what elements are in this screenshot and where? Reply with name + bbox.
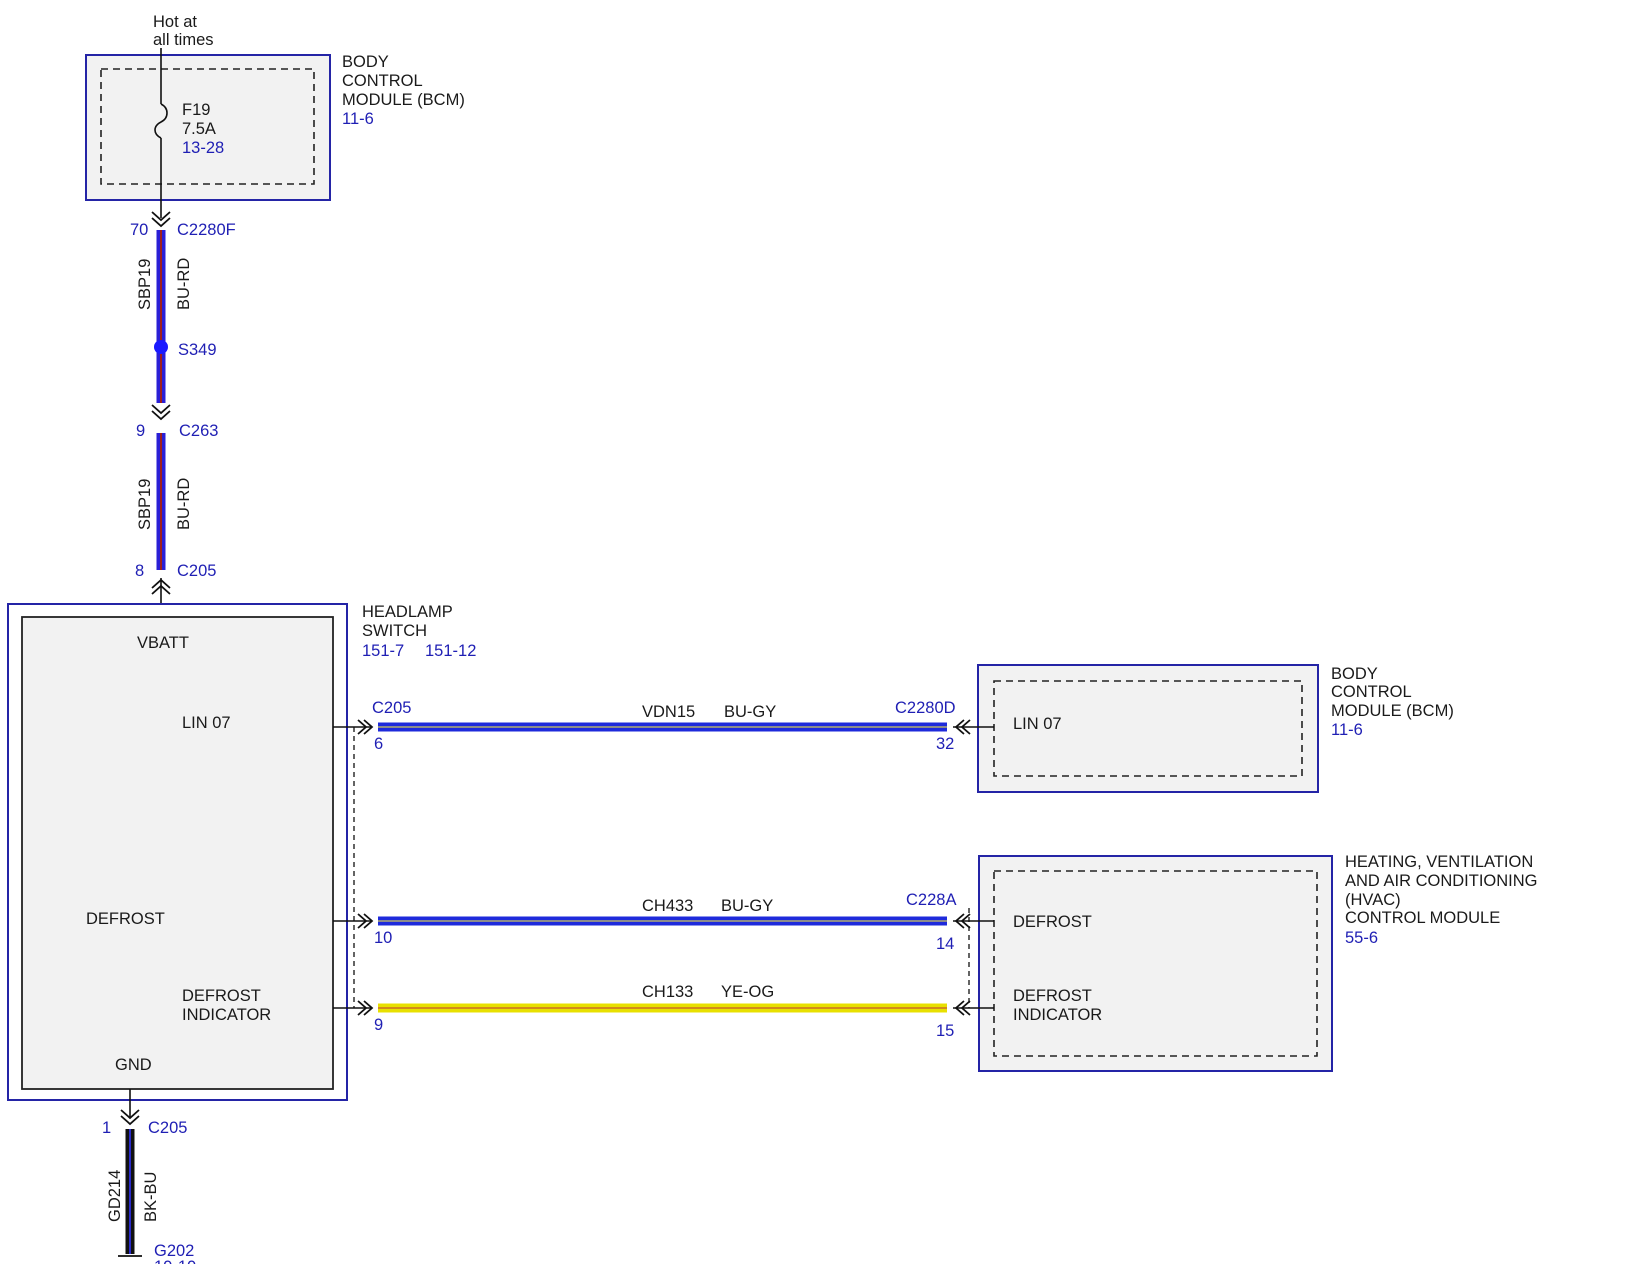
bcm-right-name-2: CONTROL <box>1331 683 1412 701</box>
bcm-top-name-1: BODY <box>342 53 389 71</box>
bcm-right-name-3: MODULE (BCM) <box>1331 702 1454 720</box>
gd214-circuit: GD214 <box>106 1170 124 1222</box>
bcm-top-name-2: CONTROL <box>342 72 423 90</box>
c205-defrost-connector-icon <box>357 913 374 929</box>
c205-vbatt-name: C205 <box>177 562 216 580</box>
c205-defrost-pin: 10 <box>374 929 392 947</box>
bcm-top-ref: 11-6 <box>342 110 374 128</box>
c205-gnd-pin: 1 <box>102 1119 111 1137</box>
c205-gnd-connector-icon <box>120 1109 140 1126</box>
c205-lin-connector-icon <box>357 719 374 735</box>
power-source-label-1: Hot at <box>153 13 197 31</box>
sbp19-upper-circuit: SBP19 <box>136 259 154 310</box>
c263-pin: 9 <box>136 422 145 440</box>
bcm-right-pin-lin: LIN 07 <box>1013 715 1062 733</box>
bcm-top-name-3: MODULE (BCM) <box>342 91 465 109</box>
headlamp-switch-body <box>21 616 334 1090</box>
hvac-ref: 55-6 <box>1345 929 1378 947</box>
c2280f-pin: 70 <box>130 221 148 239</box>
c205-indicator-pin: 9 <box>374 1016 383 1034</box>
c228a-name: C228A <box>906 891 956 909</box>
fuse-rating: 7.5A <box>182 120 216 138</box>
hvac-inner-dashed <box>993 870 1318 1057</box>
ch433-color: BU-GY <box>721 897 773 915</box>
bcm-right-inner-dashed <box>993 680 1303 777</box>
hvac-module[interactable] <box>978 855 1333 1072</box>
c228a-defrost-pin: 14 <box>936 935 954 953</box>
bcm-right-name-1: BODY <box>1331 665 1378 683</box>
headlamp-switch-name-1: HEADLAMP <box>362 603 453 621</box>
sbp19-lower-color: BU-RD <box>175 478 193 530</box>
headlamp-pin-gnd: GND <box>115 1056 152 1074</box>
c263-connector-icon <box>151 404 171 421</box>
hvac-name-2: AND AIR CONDITIONING <box>1345 872 1538 890</box>
hvac-outline <box>978 855 1333 1072</box>
hvac-name-4: CONTROL MODULE <box>1345 909 1500 927</box>
bcm-top-outline <box>85 54 331 201</box>
g202-ref: 10-10 <box>154 1258 196 1264</box>
hvac-pin-indicator-2: INDICATOR <box>1013 1006 1102 1024</box>
fuse-name: F19 <box>182 101 210 119</box>
c228a-indicator-pin: 15 <box>936 1022 954 1040</box>
bcm-top-module[interactable] <box>85 54 331 201</box>
hvac-pin-defrost: DEFROST <box>1013 913 1092 931</box>
headlamp-pin-indicator-2: INDICATOR <box>182 1006 271 1024</box>
ch133-color: YE-OG <box>721 983 774 1001</box>
sbp19-upper-color: BU-RD <box>175 258 193 310</box>
headlamp-pin-vbatt: VBATT <box>137 634 189 652</box>
c263-name: C263 <box>179 422 218 440</box>
c205-vbatt-pin: 8 <box>135 562 144 580</box>
bcm-right-ref: 11-6 <box>1331 721 1363 739</box>
c205-indicator-connector-icon <box>357 1000 374 1016</box>
s349-name: S349 <box>178 341 217 359</box>
hvac-name-1: HEATING, VENTILATION <box>1345 853 1533 871</box>
fuse-ref: 13-28 <box>182 139 224 157</box>
bcm-right-module[interactable] <box>977 664 1319 793</box>
headlamp-switch-ref-1: 151-7 <box>362 642 404 660</box>
c2280d-pin: 32 <box>936 735 954 753</box>
headlamp-switch-ref-2: 151-12 <box>425 642 476 660</box>
headlamp-switch-name-2: SWITCH <box>362 622 427 640</box>
bcm-right-outline <box>977 664 1319 793</box>
vdn15-circuit: VDN15 <box>642 703 695 721</box>
hvac-pin-indicator-1: DEFROST <box>1013 987 1092 1005</box>
sbp19-lower-circuit: SBP19 <box>136 479 154 530</box>
vdn15-color: BU-GY <box>724 703 776 721</box>
bcm-top-inner-dashed <box>100 68 315 185</box>
s349-splice-dot[interactable] <box>154 340 168 354</box>
hvac-name-3: (HVAC) <box>1345 891 1401 909</box>
fuse-symbol-icon <box>154 103 168 139</box>
power-source-label-2: all times <box>153 31 214 49</box>
ch433-circuit: CH433 <box>642 897 693 915</box>
headlamp-pin-indicator-1: DEFROST <box>182 987 261 1005</box>
c205-lin-pin: 6 <box>374 735 383 753</box>
headlamp-pin-lin: LIN 07 <box>182 714 231 732</box>
c205-gnd-name: C205 <box>148 1119 187 1137</box>
c2280f-name: C2280F <box>177 221 236 239</box>
ch133-circuit: CH133 <box>642 983 693 1001</box>
c205-lin-name: C205 <box>372 699 411 717</box>
c2280f-connector-icon <box>151 211 171 228</box>
headlamp-pin-defrost: DEFROST <box>86 910 165 928</box>
g202-name: G202 <box>154 1242 194 1260</box>
headlamp-switch-module[interactable] <box>7 603 348 1101</box>
gd214-color: BK-BU <box>142 1172 160 1222</box>
c2280d-name: C2280D <box>895 699 956 717</box>
